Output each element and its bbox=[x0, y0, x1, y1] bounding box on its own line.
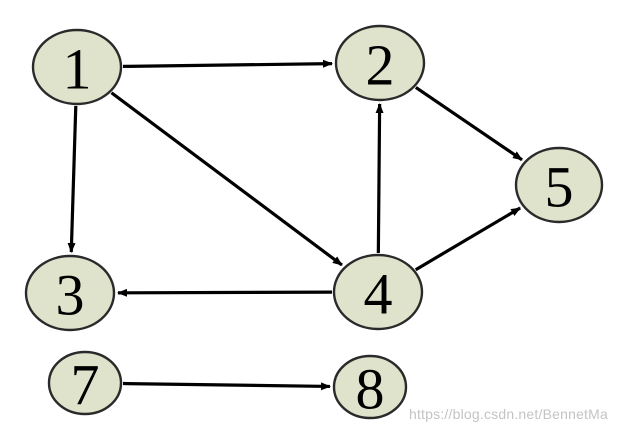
node-1: 1 bbox=[31, 28, 123, 106]
node-label-8: 8 bbox=[356, 357, 385, 422]
node-circle-8 bbox=[332, 354, 408, 420]
node-label-5: 5 bbox=[545, 155, 574, 220]
edge-4-to-2 bbox=[375, 102, 384, 254]
edge-4-to-3 bbox=[116, 288, 333, 297]
node-5: 5 bbox=[514, 146, 604, 224]
node-circle-3 bbox=[24, 254, 116, 332]
edge-7-to-8 bbox=[122, 381, 332, 391]
node-label-1: 1 bbox=[63, 37, 92, 102]
node-label-4: 4 bbox=[364, 262, 393, 327]
edge-1-to-4 bbox=[110, 91, 343, 267]
node-8: 8 bbox=[332, 354, 408, 422]
edge-1-to-2 bbox=[122, 59, 334, 68]
node-circle-7 bbox=[47, 350, 123, 416]
node-4: 4 bbox=[332, 253, 424, 331]
node-circle-5 bbox=[514, 146, 604, 224]
edge-1-to-3 bbox=[67, 105, 78, 254]
node-2: 2 bbox=[334, 24, 426, 102]
node-label-3: 3 bbox=[56, 263, 85, 328]
node-label-2: 2 bbox=[366, 33, 395, 98]
node-label-7: 7 bbox=[71, 353, 100, 418]
node-circle-1 bbox=[31, 28, 123, 106]
edges-layer bbox=[67, 59, 523, 391]
node-circle-2 bbox=[334, 24, 426, 102]
node-7: 7 bbox=[47, 350, 123, 418]
node-3: 3 bbox=[24, 254, 116, 332]
nodes-layer: 1 2 3 4 5 7 8 bbox=[24, 24, 604, 422]
edge-4-to-5 bbox=[414, 206, 521, 272]
node-circle-4 bbox=[332, 253, 424, 331]
edge-2-to-5 bbox=[414, 86, 523, 162]
watermark-text: https://blog.csdn.net/BennetMa bbox=[408, 406, 608, 422]
